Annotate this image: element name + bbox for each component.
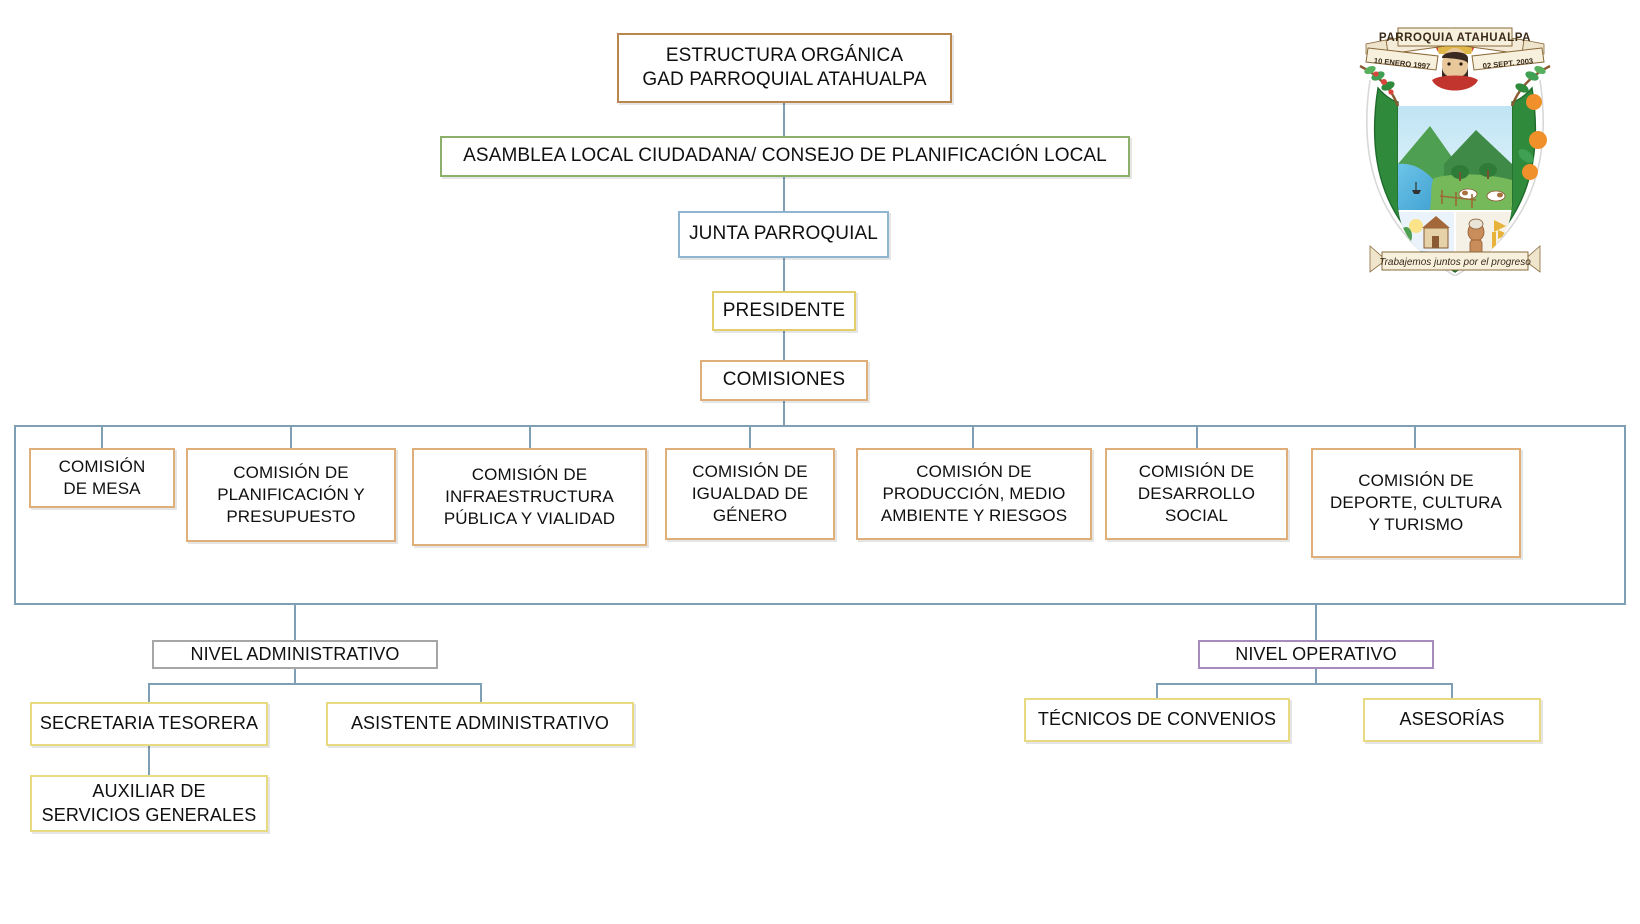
connector-secretaria-auxiliar bbox=[148, 744, 150, 775]
node-tecnicos-de-convenios[interactable]: TÉCNICOS DE CONVENIOS bbox=[1024, 698, 1290, 742]
connector-operativo-child-2 bbox=[1451, 683, 1453, 698]
connector-stub-1 bbox=[101, 427, 103, 448]
node-comision-planificacion-presupuesto[interactable]: COMISIÓN DE PLANIFICACIÓN Y PRESUPUESTO bbox=[186, 448, 396, 542]
node-label: COMISIÓN DE DESARROLLO SOCIAL bbox=[1137, 462, 1256, 525]
connector-presidente-comisiones bbox=[783, 330, 785, 360]
node-asesorias[interactable]: ASESORÍAS bbox=[1363, 698, 1541, 742]
crest-motto-text: Trabajemos juntos por el progreso bbox=[1379, 257, 1531, 268]
connector-group-nivel-administrativo bbox=[294, 603, 296, 641]
node-label: COMISIÓN DE INFRAESTRUCTURA PÚBLICA Y VI… bbox=[443, 465, 616, 528]
connector-admin-bus bbox=[148, 683, 482, 685]
node-label: COMISIÓN DE PRODUCCIÓN, MEDIO AMBIENTE Y… bbox=[880, 462, 1068, 525]
node-asamblea-local-ciudadana[interactable]: ASAMBLEA LOCAL CIUDADANA/ CONSEJO DE PLA… bbox=[440, 136, 1130, 177]
node-label: COMISIÓN DE IGUALDAD DE GÉNERO bbox=[691, 462, 809, 525]
connector-operativo-child-1 bbox=[1156, 683, 1158, 698]
node-label: ASESORÍAS bbox=[1399, 709, 1505, 730]
node-estructura-organica[interactable]: ESTRUCTURA ORGÁNICA GAD PARROQUIAL ATAHU… bbox=[617, 33, 952, 103]
commissions-group-box bbox=[14, 425, 1626, 605]
node-label: COMISIONES bbox=[722, 369, 846, 391]
connector-stub-7 bbox=[1414, 427, 1416, 448]
connector-title-assembly bbox=[783, 103, 785, 136]
parroquia-atahualpa-crest: PARROQUIA ATAHUALPA 10 ENERO 1997 02 SEP… bbox=[1326, 14, 1584, 277]
node-label: NIVEL OPERATIVO bbox=[1235, 643, 1397, 664]
connector-stub-6 bbox=[1196, 427, 1198, 448]
node-comision-deporte-cultura-turismo[interactable]: COMISIÓN DE DEPORTE, CULTURA Y TURISMO bbox=[1311, 448, 1521, 558]
node-label: ASISTENTE ADMINISTRATIVO bbox=[350, 713, 610, 734]
node-label: ESTRUCTURA ORGÁNICA GAD PARROQUIAL ATAHU… bbox=[642, 44, 927, 90]
connector-operativo-down bbox=[1315, 668, 1317, 684]
node-label: COMISIÓN DE DEPORTE, CULTURA Y TURISMO bbox=[1330, 471, 1502, 534]
connector-stub-3 bbox=[529, 427, 531, 448]
node-label: COMISIÓN DE MESA bbox=[58, 457, 146, 498]
node-label: NIVEL ADMINISTRATIVO bbox=[190, 643, 400, 664]
connector-stub-4 bbox=[749, 427, 751, 448]
node-label: SECRETARIA TESORERA bbox=[39, 713, 259, 734]
connector-operativo-bus bbox=[1156, 683, 1453, 685]
node-label: AUXILIAR DE SERVICIOS GENERALES bbox=[41, 781, 257, 825]
node-asistente-administrativo[interactable]: ASISTENTE ADMINISTRATIVO bbox=[326, 702, 634, 746]
connector-assembly-junta bbox=[783, 176, 785, 211]
node-label: TÉCNICOS DE CONVENIOS bbox=[1037, 709, 1277, 730]
node-label: JUNTA PARROQUIAL bbox=[689, 223, 878, 245]
connector-group-nivel-operativo bbox=[1315, 603, 1317, 641]
node-comision-produccion-medio-ambiente-riesgos[interactable]: COMISIÓN DE PRODUCCIÓN, MEDIO AMBIENTE Y… bbox=[856, 448, 1092, 540]
connector-comisiones-group bbox=[783, 400, 785, 426]
connector-stub-5 bbox=[972, 427, 974, 448]
crest-top-banner-text: PARROQUIA ATAHUALPA bbox=[1379, 32, 1531, 44]
node-comision-de-mesa[interactable]: COMISIÓN DE MESA bbox=[29, 448, 175, 508]
node-presidente[interactable]: PRESIDENTE bbox=[712, 291, 856, 331]
node-label: COMISIÓN DE PLANIFICACIÓN Y PRESUPUESTO bbox=[217, 463, 365, 526]
connector-admin-child-2 bbox=[480, 683, 482, 703]
node-comision-desarrollo-social[interactable]: COMISIÓN DE DESARROLLO SOCIAL bbox=[1105, 448, 1288, 540]
node-label: ASAMBLEA LOCAL CIUDADANA/ CONSEJO DE PLA… bbox=[463, 145, 1107, 167]
node-secretaria-tesorera[interactable]: SECRETARIA TESORERA bbox=[30, 702, 268, 746]
node-comisiones[interactable]: COMISIONES bbox=[700, 360, 868, 401]
connector-admin-down bbox=[294, 668, 296, 684]
node-comision-igualdad-genero[interactable]: COMISIÓN DE IGUALDAD DE GÉNERO bbox=[665, 448, 835, 540]
node-auxiliar-servicios-generales[interactable]: AUXILIAR DE SERVICIOS GENERALES bbox=[30, 775, 268, 832]
node-nivel-operativo[interactable]: NIVEL OPERATIVO bbox=[1198, 640, 1434, 669]
node-label: PRESIDENTE bbox=[722, 299, 846, 321]
connector-admin-child-1 bbox=[148, 683, 150, 703]
node-junta-parroquial[interactable]: JUNTA PARROQUIAL bbox=[678, 211, 889, 258]
connector-stub-2 bbox=[290, 427, 292, 448]
node-nivel-administrativo[interactable]: NIVEL ADMINISTRATIVO bbox=[152, 640, 438, 669]
connector-junta-presidente bbox=[783, 258, 785, 291]
node-comision-infraestructura-vialidad[interactable]: COMISIÓN DE INFRAESTRUCTURA PÚBLICA Y VI… bbox=[412, 448, 647, 546]
